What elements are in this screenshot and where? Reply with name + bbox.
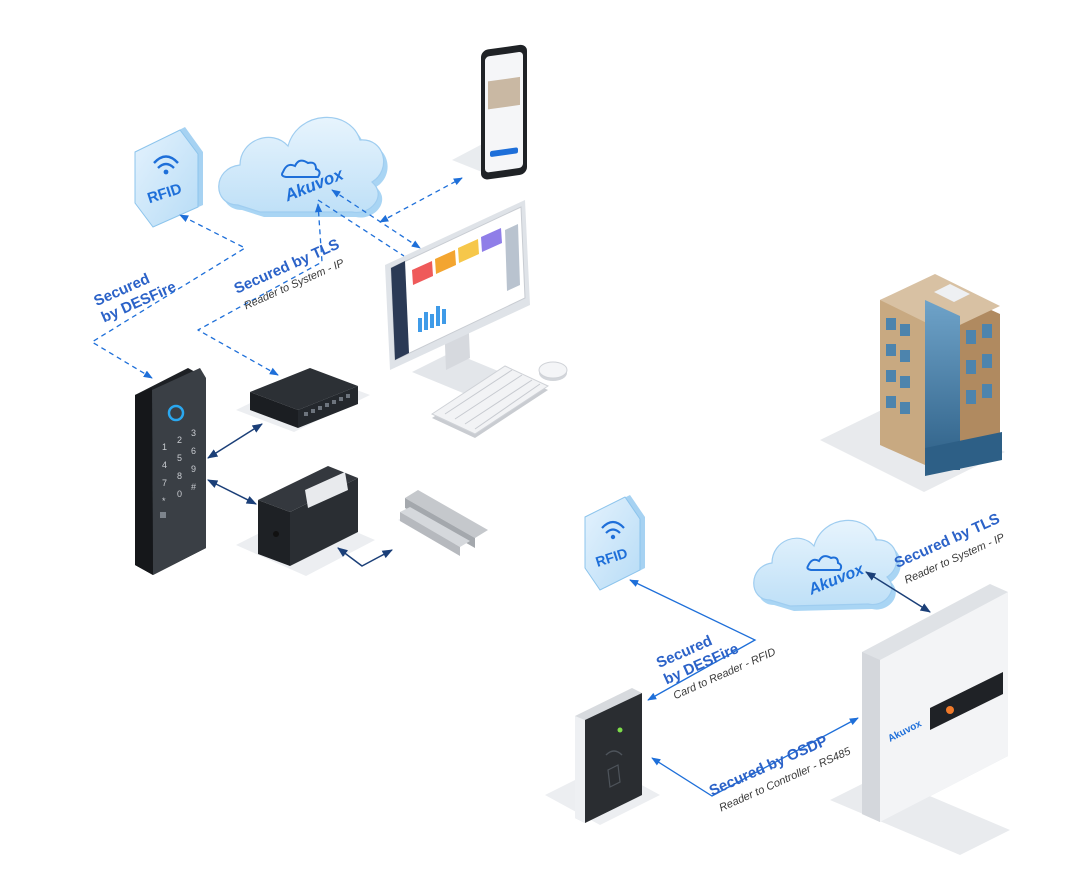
svg-text:0: 0 [177, 489, 182, 499]
door-access-keypad-icon: 123 456 789 * 0 # [135, 368, 206, 575]
right-tls-label: Secured by TLS Reader to System - IP [892, 510, 1007, 586]
desfire-link-right [629, 579, 757, 701]
network-switch-icon [236, 368, 370, 432]
magnetic-lock-icon [398, 490, 488, 556]
tls-link-left [197, 203, 323, 376]
tls-link-right [865, 571, 931, 613]
osdp-link [651, 717, 859, 797]
svg-text:5: 5 [177, 453, 182, 463]
svg-text:6: 6 [191, 446, 196, 456]
rfid-tile-icon: RFID [134, 127, 203, 228]
left-tls-label: Secured by TLS Reader to System - IP [232, 236, 347, 312]
right-osdp-label: Secured by OSDP Reader to Controller - R… [707, 732, 854, 814]
svg-text:1: 1 [162, 442, 167, 452]
controller-lock-link [337, 547, 393, 567]
smartphone-icon [452, 44, 527, 180]
mouse-icon [538, 361, 568, 381]
akuvox-cloud-icon: Akuvox [218, 116, 388, 218]
svg-text:*: * [162, 496, 166, 506]
cloud-monitor-link-b [317, 199, 405, 257]
cloud-phone-link [379, 177, 463, 223]
svg-text:8: 8 [177, 471, 182, 481]
door-controller-icon [236, 466, 375, 576]
akuvox-cloud-icon-right: Akuvox [753, 519, 901, 611]
building-icon [820, 274, 1005, 492]
keyboard-icon [430, 365, 550, 438]
card-reader-icon [545, 688, 660, 825]
svg-text:7: 7 [162, 478, 167, 488]
keypad-switch-link [207, 423, 263, 459]
rfid-tile-icon-right: RFID [584, 495, 645, 591]
access-control-panel-icon: Akuvox [830, 584, 1010, 855]
svg-text:9: 9 [191, 464, 196, 474]
right-connectors [629, 571, 931, 797]
svg-text:2: 2 [177, 435, 182, 445]
keypad-controller-link [207, 479, 257, 505]
right-desfire-label: Secured by DESFire Card to Reader - RFID [654, 632, 778, 702]
left-connectors [91, 177, 463, 567]
svg-text:3: 3 [191, 428, 196, 438]
svg-text:#: # [191, 482, 196, 492]
left-desfire-label: Secured by DESFire [91, 270, 178, 326]
svg-text:4: 4 [162, 460, 167, 470]
